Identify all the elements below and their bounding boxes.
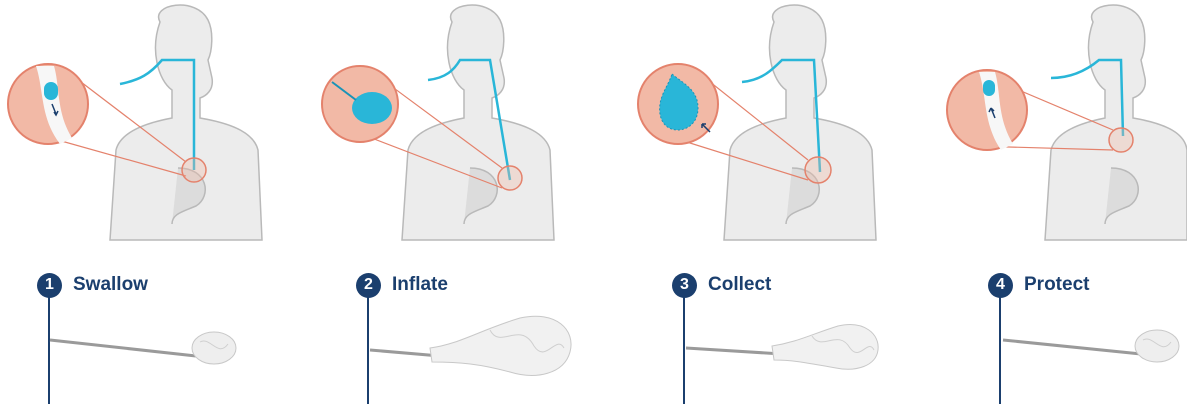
step-2: 2 Inflate (320, 0, 616, 404)
step-label: Collect (708, 274, 771, 296)
step-number-badge: 3 (672, 273, 697, 298)
target-circle (498, 166, 522, 190)
step-label: Swallow (73, 274, 148, 296)
body-outline (1045, 5, 1187, 240)
capsule-icon (44, 82, 58, 100)
body-outline (110, 5, 262, 240)
retracted-capsule-icon (983, 80, 995, 96)
body-illustration-3 (632, 0, 928, 260)
step-label: Inflate (392, 274, 448, 296)
step-header: 1 Swallow (37, 270, 148, 300)
body-outline (402, 5, 554, 240)
collapsed-balloon-device (0, 300, 296, 404)
step-header: 3 Collect (672, 270, 771, 300)
step-header: 4 Protect (988, 270, 1089, 300)
step-4: 4 Protect (891, 0, 1187, 404)
step-label: Protect (1024, 274, 1089, 296)
body-illustration-4 (891, 0, 1187, 260)
step-number-badge: 2 (356, 273, 381, 298)
target-circle (805, 157, 831, 183)
step-number-badge: 1 (37, 273, 62, 298)
body-outline (724, 5, 876, 240)
step-1: 1 Swallow (0, 0, 296, 404)
target-circle (1109, 128, 1133, 152)
target-circle (182, 158, 206, 182)
inflated-balloon-icon (352, 92, 392, 124)
step-header: 2 Inflate (356, 270, 448, 300)
body-illustration-2 (320, 0, 616, 260)
white-patch (790, 382, 890, 404)
step-number-badge: 4 (988, 273, 1013, 298)
inflated-balloon-device (320, 300, 616, 404)
step-3: 3 Collect (632, 0, 928, 404)
body-illustration-1 (0, 0, 296, 260)
collapsed-balloon-device (891, 300, 1187, 404)
